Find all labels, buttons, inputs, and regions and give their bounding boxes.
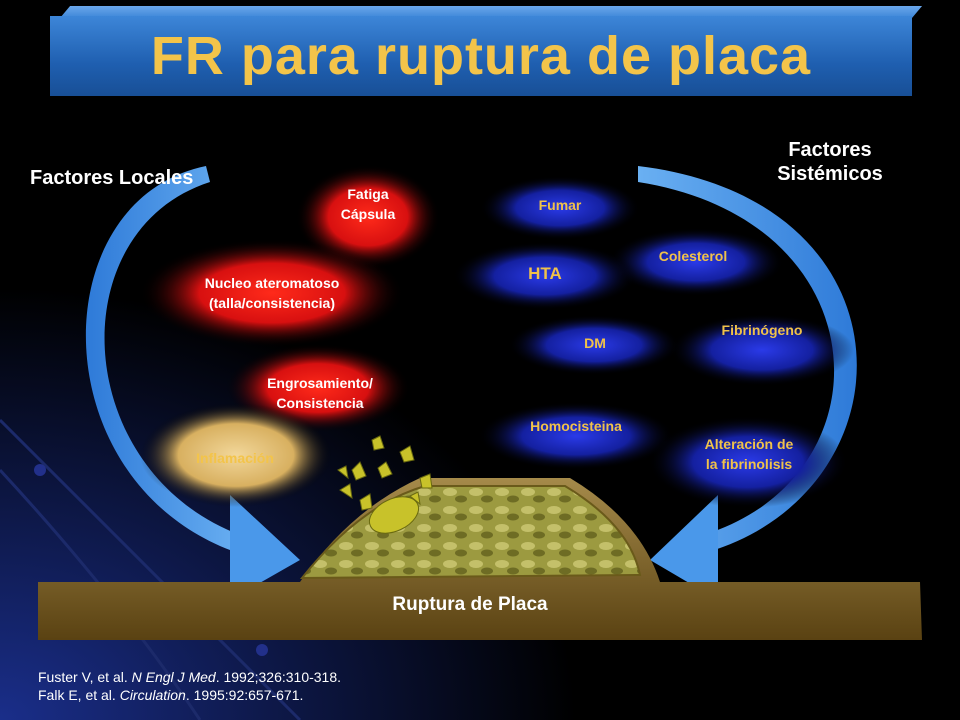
- label-inflamacion: Inflamación: [160, 448, 310, 468]
- label-fatiga-capsula: Fatiga Cápsula: [318, 184, 418, 224]
- blob-nucleo-ateromatoso: [140, 239, 404, 347]
- label-fibrinolisis: Alteración de la fibrinolisis: [672, 434, 826, 474]
- systemic-factors-arrow: [638, 166, 857, 600]
- reference-authors: Fuster V, et al.: [38, 669, 132, 685]
- rupture-label: Ruptura de Placa: [392, 594, 548, 615]
- label-line: Cápsula: [340, 206, 396, 222]
- label-engrosamiento: Engrosamiento/ Consistencia: [240, 373, 400, 413]
- slide-title: FR para ruptura de placa: [150, 26, 812, 86]
- reference-authors: Falk E, et al.: [38, 687, 120, 703]
- label-fumar: Fumar: [510, 195, 610, 215]
- reference-journal: N Engl J Med: [131, 669, 216, 685]
- label-hta: HTA: [500, 264, 590, 284]
- blob-colesterol: [608, 228, 784, 296]
- label-line: Consistencia: [276, 395, 364, 411]
- blob-hta: [453, 242, 637, 310]
- blob-homocisteina: [478, 402, 674, 470]
- label-line: Nucleo ateromatoso: [204, 275, 340, 291]
- systemic-factors-heading: Factores Sistémicos: [750, 138, 910, 186]
- reference-details: . 1992;326:310-318.: [215, 669, 342, 685]
- blob-fibrinolisis: [648, 416, 848, 508]
- systemic-heading-line1: Factores: [788, 139, 872, 161]
- label-line: Inflamación: [196, 450, 274, 466]
- blob-fatiga-capsula: [296, 165, 440, 269]
- reference-2: Falk E, et al. Circulation. 1995:92:657-…: [38, 686, 303, 704]
- systemic-heading-line2: Sistémicos: [777, 163, 883, 185]
- label-line: (talla/consistencia): [208, 295, 336, 311]
- label-line: Alteración de: [704, 436, 794, 452]
- label-line: Engrosamiento/: [267, 375, 373, 391]
- blob-fumar: [480, 176, 640, 240]
- reference-details: . 1995:92:657-671.: [185, 687, 304, 703]
- label-fibrinogeno: Fibrinógeno: [700, 320, 824, 340]
- label-line: Fatiga: [347, 186, 389, 202]
- label-line: Homocisteina: [530, 418, 622, 434]
- label-line: la fibrinolisis: [705, 456, 793, 472]
- label-nucleo-ateromatoso: Nucleo ateromatoso (talla/consistencia): [160, 273, 384, 313]
- local-factors-arrow: [85, 166, 300, 600]
- label-line: Fumar: [538, 197, 582, 213]
- blob-dm: [508, 315, 680, 375]
- rupture-fragments: [337, 435, 433, 534]
- label-homocisteina: Homocisteina: [506, 416, 646, 436]
- label-line: HTA: [528, 264, 562, 283]
- blob-inflamacion: [140, 403, 332, 507]
- reference-journal: Circulation: [119, 687, 186, 703]
- title-bar: [50, 16, 912, 96]
- label-colesterol: Colesterol: [638, 246, 748, 266]
- local-factors-heading: Factores Locales: [30, 166, 230, 190]
- reference-1: Fuster V, et al. N Engl J Med. 1992;326:…: [38, 668, 341, 686]
- label-line: Fibrinógeno: [721, 322, 803, 338]
- label-line: DM: [584, 335, 606, 351]
- label-line: Colesterol: [658, 248, 728, 264]
- label-dm: DM: [560, 333, 630, 353]
- local-factors-heading-text: Factores Locales: [30, 167, 194, 189]
- blob-fibrinogeno: [670, 314, 854, 386]
